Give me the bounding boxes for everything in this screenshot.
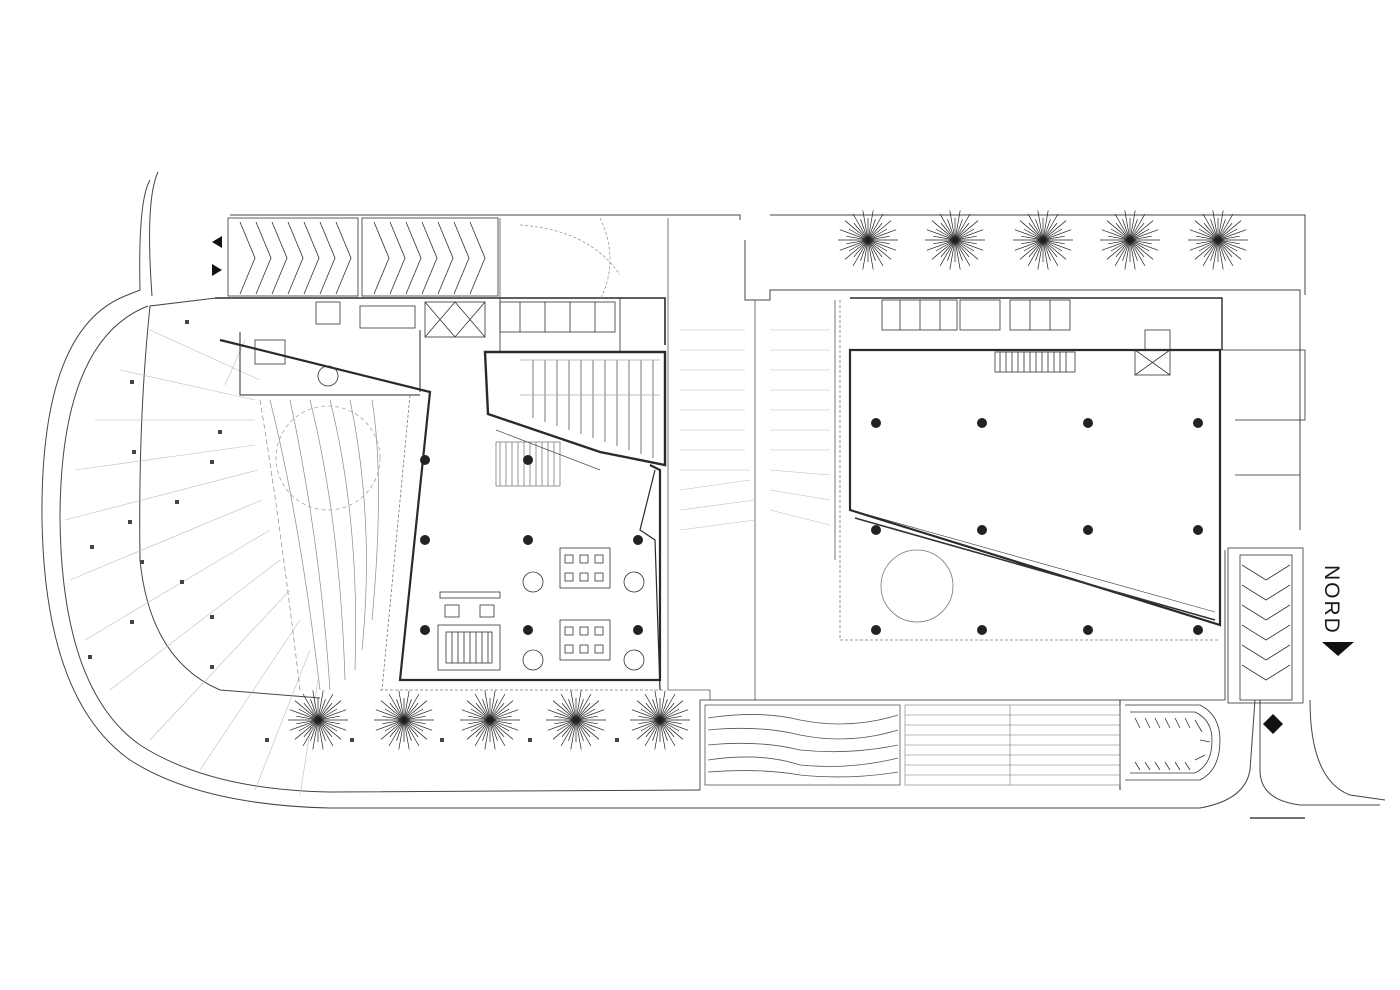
auditorium-seating [520,359,660,458]
tree-icon [925,210,985,270]
auditorium-stair [495,429,601,487]
plaza-slope-lines [259,399,379,691]
hall-columns [871,418,1203,635]
tree-icon [288,690,348,750]
plaza-radial-lines [64,329,319,796]
tree-icon [374,690,434,750]
foyer-columns [420,455,643,635]
restaurant-tables [439,547,611,661]
hall-circle [880,549,954,623]
tree-icon [1188,210,1248,270]
left-building-walls [215,297,667,691]
tree-icon [1100,210,1160,270]
north-arrow-icon [1322,642,1354,656]
entrance-marker [1263,714,1283,734]
right-service-core [881,299,1171,376]
steps-terrace [904,704,1121,786]
tree-icon [1013,210,1073,270]
tree-icon [460,690,520,750]
curved-ramp [1125,704,1221,781]
foyer-stair [437,624,501,671]
entrance-ramps [227,217,499,297]
potted-plants [317,365,645,671]
service-core-left [254,301,616,365]
tree-icon [546,690,606,750]
north-indicator: NORD [1320,565,1354,656]
plaza-circle [275,405,381,511]
tree-icon [838,210,898,270]
tree-icon [630,690,690,750]
right-building-walls [699,297,1306,790]
central-passage [499,217,836,700]
north-label: NORD [1320,565,1343,635]
plaza-bollards [88,320,619,742]
site-boundary [41,171,1386,819]
right-ramp [1227,547,1304,704]
hall-diagonal-wall [854,511,1216,621]
entrance-arrows [212,236,222,276]
wave-garden [704,704,901,786]
trees [288,210,1248,750]
